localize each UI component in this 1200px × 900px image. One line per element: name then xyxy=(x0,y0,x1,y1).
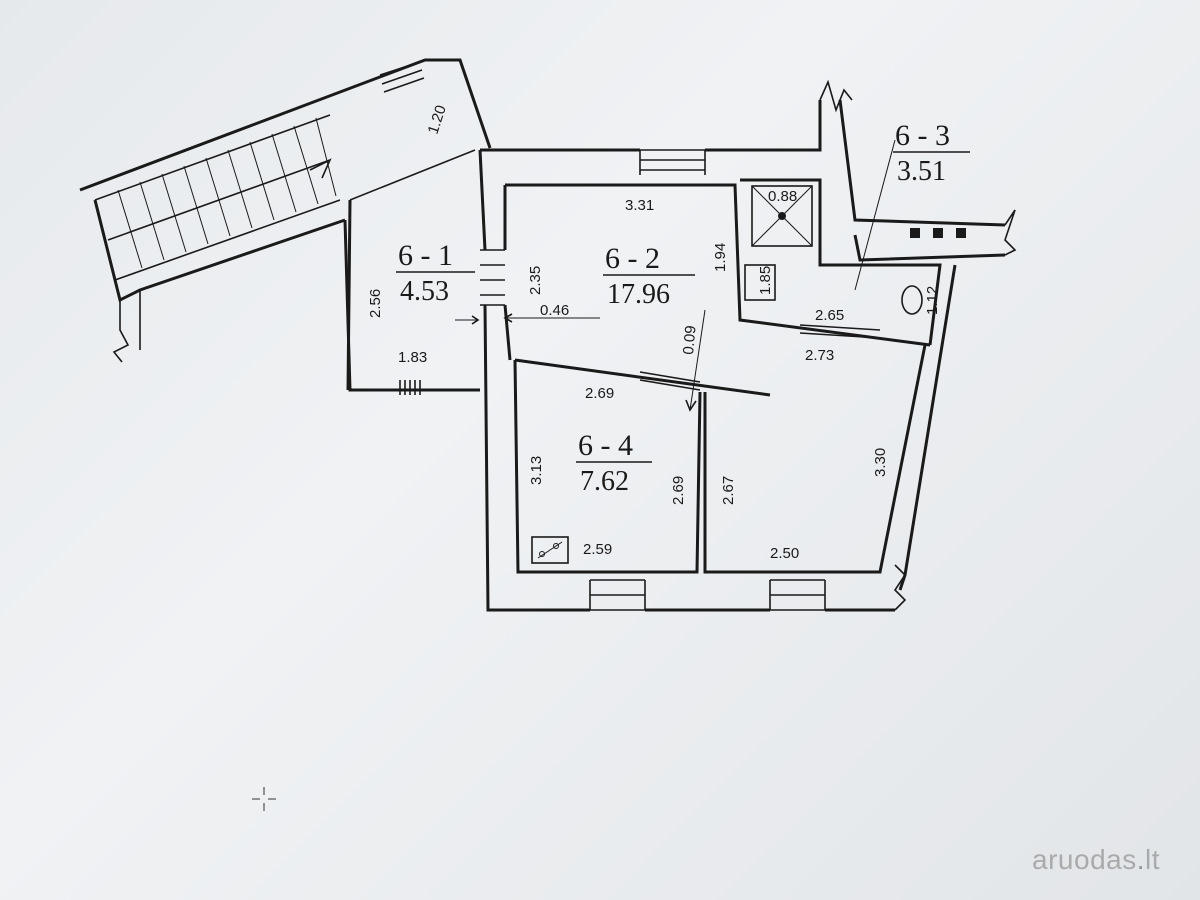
dim-r62-right: 1.94 xyxy=(712,243,729,272)
dim-r62-wall: 0.09 xyxy=(680,325,699,356)
watermark-dot: . xyxy=(1136,844,1145,875)
room-area: 7.62 xyxy=(580,466,629,497)
dim-kitchen-right: 3.30 xyxy=(872,448,889,477)
room-label-6-4: 6 - 4 7.62 xyxy=(576,429,652,497)
dim-wc-width: 2.65 xyxy=(815,307,844,324)
dim-shower-height: 1.85 xyxy=(757,266,774,295)
room-6-3 xyxy=(740,139,942,346)
room-area: 4.53 xyxy=(400,276,449,307)
dim-kitchen-bottom: 2.50 xyxy=(770,545,799,562)
dim-r61-height: 2.56 xyxy=(367,289,384,318)
room-6-2 xyxy=(480,183,931,412)
staircase xyxy=(79,58,492,363)
crosshair-cursor-icon xyxy=(252,787,276,811)
dim-r64-top: 2.69 xyxy=(585,385,614,402)
dim-corridor-width: 2.73 xyxy=(805,347,834,364)
dim-r62-top: 3.31 xyxy=(625,197,654,214)
dim-r64-left: 3.13 xyxy=(528,456,545,485)
room-label-6-3: 6 - 3 3.51 xyxy=(893,119,970,187)
dim-r64-bottom: 2.59 xyxy=(583,541,612,558)
watermark: aruodas.lt xyxy=(1032,844,1160,876)
dim-stair-width: 1.20 xyxy=(425,103,450,136)
room-id: 6 - 2 xyxy=(605,242,660,275)
room-label-6-1: 6 - 1 4.53 xyxy=(396,239,475,307)
dim-r61-width: 1.83 xyxy=(398,349,427,366)
dim-wc-height: 1.12 xyxy=(924,286,941,315)
room-id: 6 - 3 xyxy=(895,119,950,152)
dim-shower-width: 0.88 xyxy=(768,188,797,205)
room-6-1 xyxy=(343,149,480,395)
watermark-brand: aruodas xyxy=(1032,844,1137,875)
dim-r62-opening: 2.35 xyxy=(527,266,544,295)
dimension-labels: 1.20 2.56 1.83 2.35 3.31 1.94 0.46 0.09 … xyxy=(367,103,941,562)
room-area: 17.96 xyxy=(607,279,670,310)
watermark-tld: lt xyxy=(1145,844,1160,875)
dim-r64-right: 2.69 xyxy=(670,476,687,505)
room-kitchen xyxy=(703,344,927,574)
dim-kitchen-left: 2.67 xyxy=(720,476,737,505)
room-label-6-2: 6 - 2 17.96 xyxy=(603,242,695,310)
room-id: 6 - 1 xyxy=(398,239,453,272)
outer-walls xyxy=(478,79,1017,612)
room-6-4 xyxy=(513,358,771,574)
room-area: 3.51 xyxy=(897,156,946,187)
room-id: 6 - 4 xyxy=(578,429,633,462)
dim-r62-step: 0.46 xyxy=(540,302,569,319)
